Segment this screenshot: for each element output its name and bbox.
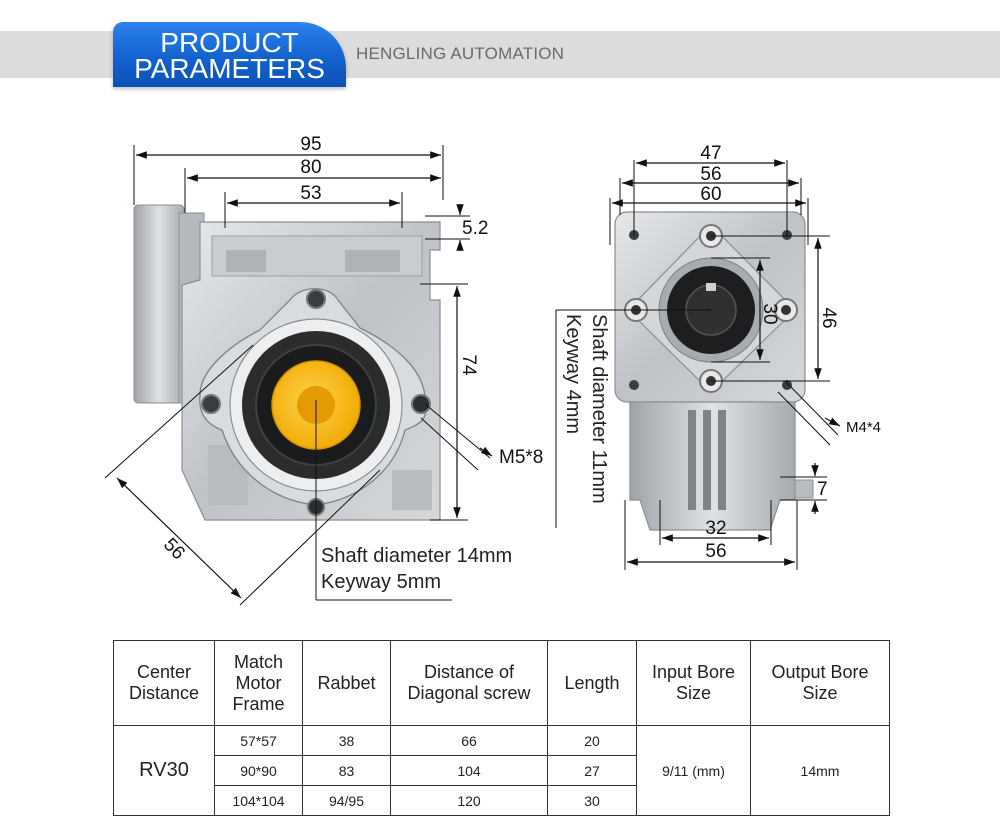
front-dim-5-2: 5.2 bbox=[462, 218, 488, 239]
side-screw-label: M4*4 bbox=[846, 419, 881, 436]
side-dim-56-top: 56 bbox=[700, 164, 721, 185]
brand-name: HENGLING AUTOMATION bbox=[356, 44, 565, 63]
diagonal-cell: 66 bbox=[390, 725, 548, 756]
front-view-drawing: 95 80 53 5.2 74 M5*8 56 S bbox=[104, 134, 543, 606]
side-view-drawing: 47 56 60 30 46 M4*4 7 bbox=[555, 143, 881, 570]
frame-cell: 104*104 bbox=[214, 785, 303, 816]
front-gearbox-photo bbox=[133, 204, 441, 521]
product-parameters-badge: PRODUCT PARAMETERS bbox=[113, 22, 346, 87]
header-length: Length bbox=[547, 640, 637, 726]
side-shaft-diameter: Shaft diameter 11mm bbox=[588, 314, 610, 504]
side-dim-56-bottom: 56 bbox=[705, 541, 726, 562]
front-dim-53: 53 bbox=[300, 183, 321, 204]
side-dim-32: 32 bbox=[705, 518, 726, 539]
badge-title-line2: PARAMETERS bbox=[134, 53, 325, 84]
front-dim-80: 80 bbox=[300, 157, 321, 178]
side-keyway: Keyway 4mm bbox=[562, 314, 584, 434]
side-dim-30: 30 bbox=[759, 303, 780, 324]
length-cell: 20 bbox=[547, 725, 637, 756]
input-bore-cell: 9/11 (mm) bbox=[636, 725, 751, 816]
front-dim-74: 74 bbox=[458, 354, 479, 376]
technical-drawings: 95 80 53 5.2 74 M5*8 56 S bbox=[104, 134, 881, 606]
header-rabbet: Rabbet bbox=[302, 640, 391, 726]
length-cell: 30 bbox=[547, 785, 637, 816]
front-screw-label: M5*8 bbox=[499, 447, 543, 468]
front-shaft-diameter: Shaft diameter 14mm bbox=[321, 545, 512, 567]
table-row: RV30 57*57 38 66 20 9/11 (mm) 14mm bbox=[113, 725, 890, 816]
side-dim-60: 60 bbox=[700, 184, 721, 205]
frame-cell: 57*57 bbox=[214, 725, 303, 756]
badge-title-line1: PRODUCT bbox=[160, 27, 299, 58]
side-dim-46: 46 bbox=[818, 307, 839, 328]
side-gearbox-photo bbox=[614, 211, 814, 531]
length-cell: 27 bbox=[547, 755, 637, 786]
rabbet-cell: 83 bbox=[302, 755, 391, 786]
diagonal-cell: 120 bbox=[390, 785, 548, 816]
table-row: 90*90 83 104 27 bbox=[114, 755, 890, 786]
output-bore-cell: 14mm bbox=[750, 725, 890, 816]
table-row: 104*104 94/95 120 30 bbox=[114, 785, 890, 816]
side-dim-7: 7 bbox=[817, 479, 828, 500]
frame-cell: 90*90 bbox=[214, 755, 303, 786]
model-cell: RV30 bbox=[113, 725, 215, 816]
front-keyway: Keyway 5mm bbox=[321, 571, 441, 593]
front-dim-56-diagonal: 56 bbox=[159, 534, 189, 564]
diagonal-cell: 104 bbox=[390, 755, 548, 786]
side-dim-47: 47 bbox=[700, 143, 721, 164]
front-dim-95: 95 bbox=[300, 134, 321, 155]
rabbet-cell: 38 bbox=[302, 725, 391, 756]
rabbet-cell: 94/95 bbox=[302, 785, 391, 816]
